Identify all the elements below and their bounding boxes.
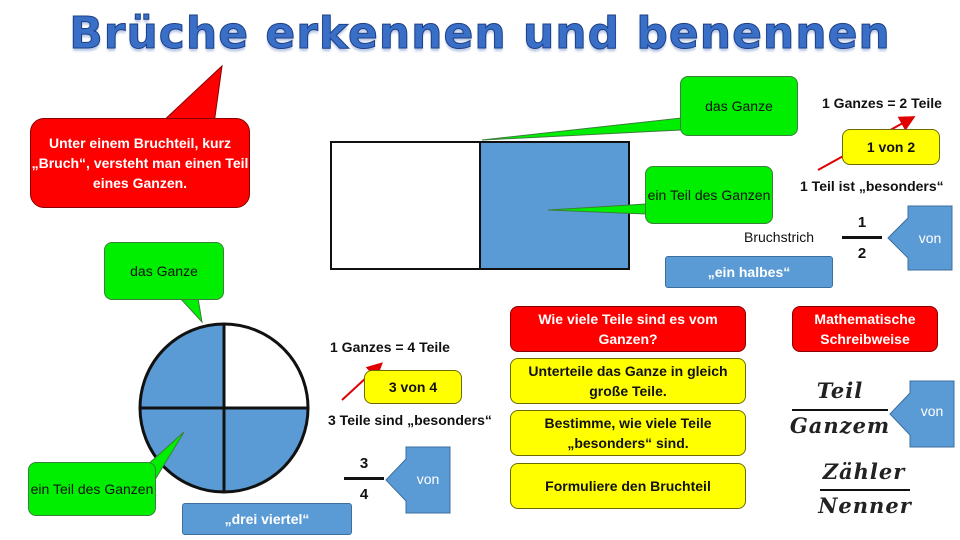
rect-special-text: 1 Teil ist „besonders“ [800,178,944,194]
circle-whole-text: 1 Ganzes = 4 Teile [330,339,450,355]
circle-special-text: 3 Teile sind „besonders“ [328,412,492,428]
circle-part-callout: ein Teil des Ganzen [28,462,156,516]
circle-von-label: von [416,471,440,487]
step-2-box: Bestimme, wie viele Teile „besonders“ si… [510,410,746,456]
rect-numerator: 1 [857,214,867,231]
rect-whole-text: 1 Ganzes = 2 Teile [822,95,942,111]
question-box: Wie viele Teile sind es vom Ganzen? [510,306,746,352]
circle-von-arrow-shape [385,446,451,514]
rect-whole-callout-tail [481,117,682,141]
math-term-whole: Ganzem [789,413,891,438]
circle-fraction [138,322,310,494]
intro-callout-tail [158,64,223,125]
rect-fraction-bar [842,236,882,239]
rect-whole-callout: das Ganze [680,76,798,136]
math-term-numerator: Zähler [822,459,906,484]
rect-name-label: „ein halbes“ [665,256,833,288]
step-3-box: Formuliere den Bruchteil [510,463,746,509]
circle-numerator: 3 [359,455,369,472]
math-fraction-bar-1 [792,409,888,411]
rect-half-empty [330,141,481,270]
circle-quarter-empty [224,324,308,408]
rect-denominator: 2 [857,245,867,262]
math-von-arrow-shape [889,380,955,448]
rect-part-callout: ein Teil des Ganzen [645,166,773,224]
math-header-box: Mathematische Schreibweise [792,306,938,352]
circle-quarter-filled [224,408,308,492]
fraction-line-label: Bruchstrich [744,229,815,245]
math-term-denominator: Nenner [818,493,912,518]
rect-von-label: von [918,230,942,246]
circle-count-box: 3 von 4 [364,370,462,404]
circle-denominator: 4 [359,486,369,503]
circle-name-label: „drei viertel“ [182,503,352,535]
step-1-box: Unterteile das Ganze in gleich große Tei… [510,358,746,404]
circle-fraction-bar [344,477,384,480]
circle-whole-callout-tail [178,297,203,324]
intro-callout: Unter einem Bruchteil, kurz „Bruch“, ver… [30,118,250,208]
rect-half-filled [479,141,630,270]
page-title: Brüche erkennen und benennen [69,8,891,60]
circle-quarter-filled [140,324,224,408]
math-von-label: von [920,403,944,419]
rect-von-arrow-shape [887,205,953,271]
rect-count-box: 1 von 2 [842,129,940,165]
circle-whole-callout: das Ganze [104,242,224,300]
math-fraction-bar-2 [820,489,910,491]
circle-quarter-filled [140,408,224,492]
math-term-part: Teil [816,378,864,403]
